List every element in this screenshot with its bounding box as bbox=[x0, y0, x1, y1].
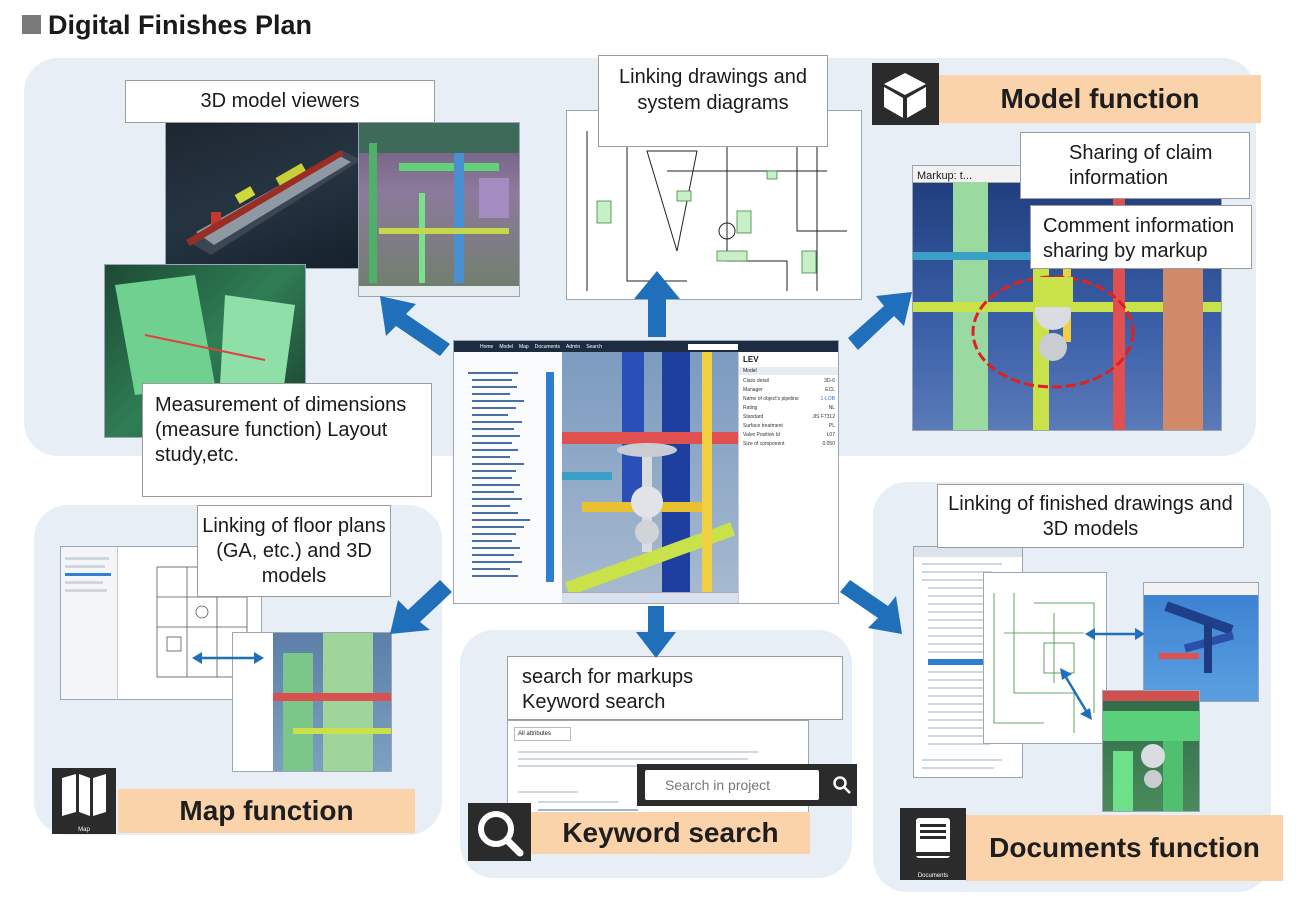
callout-drawings: Linking drawings and system diagrams bbox=[598, 55, 828, 147]
keyword-search-line: Keyword search bbox=[522, 691, 666, 713]
search-filter-label: All attributes bbox=[518, 731, 552, 737]
page-title: Digital Finishes Plan bbox=[48, 10, 313, 40]
search-filter-dropdown[interactable]: All attributes bbox=[514, 727, 571, 741]
callout-search-markups: search for markups Keyword search bbox=[507, 656, 843, 720]
engine-room-illustration bbox=[359, 123, 519, 296]
arrow-to-viewers bbox=[380, 296, 450, 356]
nav-model[interactable]: Model bbox=[499, 343, 513, 350]
documents-link-arrow-horizontal bbox=[1085, 626, 1145, 642]
keyword-icon-box bbox=[468, 803, 531, 861]
search-placeholder: Search in project bbox=[665, 777, 771, 793]
search-icon[interactable] bbox=[832, 775, 852, 795]
props-section: Model bbox=[739, 367, 838, 375]
callout-claim: Sharing of claim information bbox=[1020, 132, 1250, 199]
ship-illustration bbox=[186, 150, 361, 255]
app-tree-pane[interactable] bbox=[454, 352, 563, 603]
callout-floor-plans: Linking of floor plans (GA, etc.) and 3D… bbox=[197, 505, 391, 597]
app-top-nav: Home Model Map Documents Admin Search bbox=[454, 341, 838, 352]
map-3d-illustration bbox=[233, 633, 391, 771]
arrow-to-drawings bbox=[634, 271, 680, 337]
center-3d-illustration bbox=[562, 352, 738, 592]
documents-function-label: Documents function bbox=[966, 815, 1283, 881]
model-function-label: Model function bbox=[939, 75, 1261, 123]
title-square-icon bbox=[22, 15, 41, 34]
magnifier-icon bbox=[478, 811, 524, 857]
map-function-icon-box: Map bbox=[52, 768, 116, 834]
app-bottom-toolbar[interactable] bbox=[562, 592, 738, 603]
nav-home[interactable]: Home bbox=[480, 343, 494, 350]
search-markups-line: search for markups bbox=[522, 666, 694, 688]
arrow-to-documents bbox=[840, 580, 902, 634]
keyword-search-label: Keyword search bbox=[531, 812, 810, 854]
tree-lines-illustration bbox=[468, 372, 554, 582]
search-box[interactable]: Search in project bbox=[637, 764, 857, 806]
cube-icon bbox=[884, 73, 926, 118]
arrow-to-map bbox=[390, 578, 452, 634]
book-icon bbox=[916, 818, 950, 858]
documents-3d-green-illustration bbox=[1103, 691, 1199, 811]
callout-comment: Comment information sharing by markup bbox=[1030, 205, 1252, 269]
callout-3d-viewers: 3D model viewers bbox=[125, 80, 435, 123]
props-title: LEV bbox=[743, 355, 759, 364]
map-icon-caption: Map bbox=[78, 827, 90, 833]
markup-window-title: Markup: t... bbox=[917, 170, 973, 182]
arrow-to-model bbox=[848, 292, 912, 352]
floor-plan-sidebar[interactable] bbox=[61, 547, 118, 699]
callout-measurement: Measurement of dimensions (measure funct… bbox=[142, 383, 432, 497]
documents-link-arrow-diagonal bbox=[1058, 668, 1094, 720]
map-icon bbox=[62, 774, 106, 816]
nav-search[interactable]: Search bbox=[586, 343, 603, 350]
map-link-double-arrow bbox=[192, 650, 264, 666]
app-3d-view[interactable] bbox=[562, 352, 738, 592]
documents-3d-green-screenshot bbox=[1102, 690, 1200, 812]
model-function-icon-box bbox=[872, 63, 939, 125]
arrow-to-keyword bbox=[636, 606, 676, 658]
documents-3d-blue-illustration bbox=[1144, 583, 1258, 673]
documents-icon-caption: Documents bbox=[917, 873, 949, 879]
documents-icon-box: Documents bbox=[900, 808, 966, 880]
nav-map[interactable]: Map bbox=[518, 343, 529, 350]
finished-drawing-illustration bbox=[993, 593, 1095, 733]
floor-plan-screenshot bbox=[60, 546, 262, 700]
ship-model-screenshot bbox=[165, 119, 367, 269]
nav-documents[interactable]: Documents bbox=[534, 343, 560, 350]
documents-3d-blue-screenshot bbox=[1143, 582, 1259, 702]
engine-room-screenshot bbox=[358, 122, 520, 297]
system-diagram-illustration bbox=[586, 131, 847, 291]
documents-tree-header[interactable] bbox=[914, 547, 1022, 557]
center-app-screenshot: Home Model Map Documents Admin Search bbox=[453, 340, 839, 604]
map-function-label: Map function bbox=[118, 789, 415, 833]
callout-finished-drawings: Linking of finished drawings and 3D mode… bbox=[937, 484, 1244, 548]
markup-screenshot: Markup: t... bbox=[912, 165, 1222, 431]
map-3d-screenshot bbox=[232, 632, 392, 772]
search-input[interactable]: Search in project bbox=[645, 770, 819, 800]
nav-search-box[interactable] bbox=[688, 343, 739, 350]
nav-admin[interactable]: Admin bbox=[566, 343, 581, 350]
